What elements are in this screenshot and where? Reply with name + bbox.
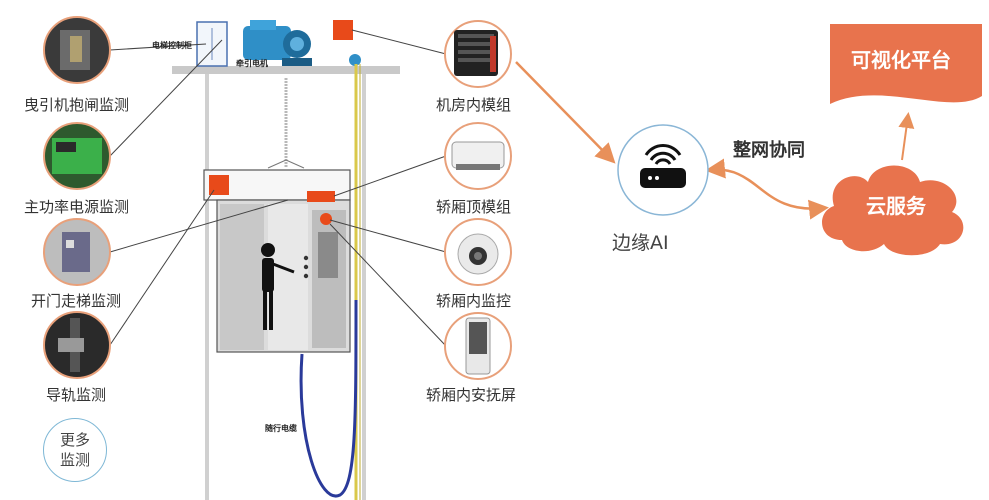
control-cabinet-label: 电梯控制柜 (152, 41, 192, 50)
label-car-screen: 轿厢内安抚屏 (426, 386, 517, 404)
label-car-camera: 轿厢内监控 (436, 292, 512, 310)
cloud-shape (822, 165, 964, 256)
sensor-car-top-left (209, 175, 229, 195)
label-rail-monitor: 导轨监测 (46, 386, 107, 404)
sensor-camera (320, 213, 332, 225)
network-sync-label: 整网协同 (733, 140, 805, 161)
arrow-cloud-platform (898, 112, 915, 161)
label-machine-room-module: 机房内模组 (436, 96, 512, 114)
machine-room-floor (172, 66, 400, 74)
screen-device-shape (444, 312, 512, 380)
cloud-service-label: 云服务 (866, 194, 926, 218)
platform-banner (830, 24, 982, 104)
traction-machine (243, 20, 312, 66)
elevator-car (203, 169, 351, 353)
car-top-module-shape (444, 122, 512, 190)
traveling-cable-label: 随行电缆 (265, 424, 297, 433)
arrow-edge-cloud (705, 158, 829, 220)
dome-camera-shape (444, 218, 512, 286)
edge-ai-label: 边缘AI (612, 232, 669, 254)
traveling-cable (299, 299, 358, 498)
sensor-car-top (307, 191, 335, 202)
label-power-monitor: 主功率电源监测 (24, 198, 130, 216)
more-monitoring-bubble: 更多 监测 (43, 418, 107, 482)
power-supply-photo-shape (43, 122, 111, 190)
shaft-wall-left (205, 74, 209, 500)
router-icon (640, 144, 686, 188)
sensor-machine-room (333, 20, 353, 40)
arrow-module-to-edge (515, 61, 616, 164)
more-line2: 监测 (59, 451, 90, 469)
label-car-top-module: 轿厢顶模组 (436, 198, 512, 216)
label-door-monitor: 开门走梯监测 (31, 292, 122, 310)
shaft-wall-right (362, 74, 366, 500)
deflector-sheave (349, 54, 361, 66)
platform-label: 可视化平台 (851, 48, 951, 72)
label-brake-monitor: 曳引机抱闸监测 (24, 96, 130, 114)
guide-rail-photo-shape (43, 311, 111, 379)
traction-machine-label: 牵引电机 (236, 59, 268, 68)
door-sensor-photo-shape (43, 218, 111, 286)
server-module-shape (444, 20, 512, 88)
brake-photo-shape (43, 16, 111, 84)
passenger-figure (261, 243, 295, 330)
more-line1: 更多 (59, 431, 90, 449)
